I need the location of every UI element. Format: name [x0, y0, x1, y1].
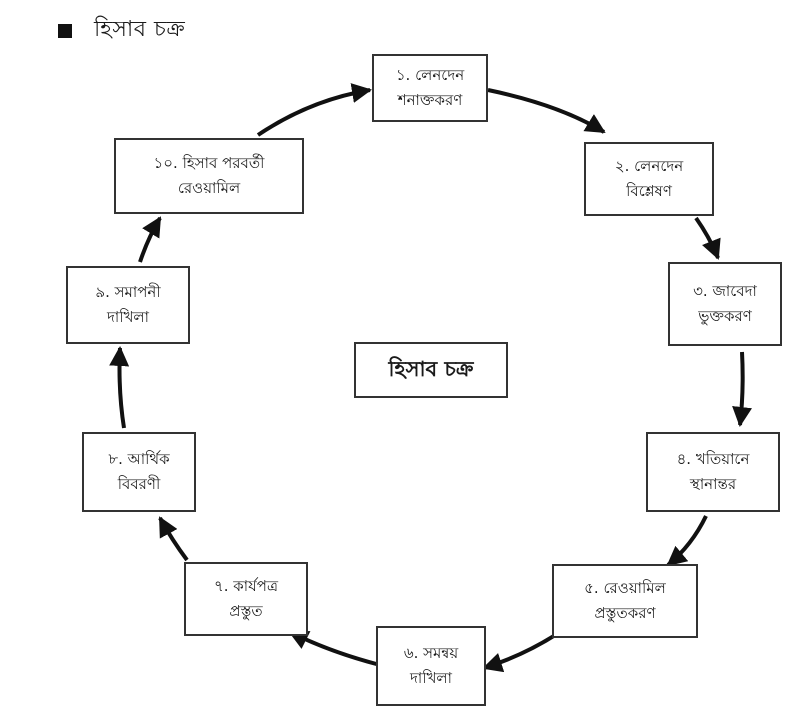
step-8-box: ৮. আর্থিক বিবরণী [82, 432, 196, 512]
step-7-box: ৭. কার্যপত্র প্রস্তুত [184, 562, 308, 636]
step-2-box: ২. লেনদেন বিশ্লেষণ [584, 142, 714, 216]
step-1-line1: ১. লেনদেন [395, 65, 465, 84]
center-cycle-label: হিসাব চক্র [354, 342, 508, 398]
step-3-line2: ভুক্তকরণ [698, 307, 752, 325]
arrow-2-to-3 [694, 216, 721, 260]
step-5-box: ৫. রেওয়ামিল প্রস্তুতকরণ [552, 564, 698, 638]
step-10-box: ১০. হিসাব পরবর্তী রেওয়ামিল [114, 138, 304, 214]
step-9-line2: দাখিলা [107, 308, 149, 326]
arrow-5-to-6 [482, 630, 562, 673]
step-8-line2: বিবরণী [117, 475, 161, 493]
step-4-line1: ৪. খতিয়ানে [676, 449, 750, 468]
step-8-line1: ৮. আর্থিক [108, 449, 170, 468]
step-4-box: ৪. খতিয়ানে স্থানান্তর [646, 432, 780, 512]
arrow-6-to-7 [288, 630, 381, 667]
step-3-box: ৩. জাবেদা ভুক্তকরণ [668, 262, 782, 346]
arrow-1-to-2 [487, 88, 606, 134]
step-1-line2: শনাক্তকরণ [397, 91, 463, 109]
step-7-line1: ৭. কার্যপত্র [214, 576, 278, 595]
step-5-line1: ৫. রেওয়ামিল [584, 578, 666, 597]
step-2-line1: ২. লেনদেন [614, 156, 684, 175]
bullet-square-icon [58, 23, 72, 38]
step-2-line2: বিশ্লেষণ [626, 182, 672, 200]
section-header: হিসাব চক্র [58, 12, 185, 49]
step-6-line2: দাখিলা [410, 669, 452, 687]
step-4-line2: স্থানান্তর [689, 475, 737, 493]
step-3-line1: ৩. জাবেদা [693, 281, 757, 300]
step-6-line1: ৬. সমন্বয় [403, 643, 459, 662]
step-5-line2: প্রস্তুতকরণ [594, 604, 656, 622]
step-9-box: ৯. সমাপনী দাখিলা [66, 266, 190, 344]
section-title: হিসাব চক্র [94, 17, 186, 42]
arrow-10-to-1 [256, 83, 372, 137]
step-6-box: ৬. সমন্বয় দাখিলা [376, 626, 486, 706]
step-10-line2: রেওয়ামিল [177, 179, 241, 197]
step-1-box: ১. লেনদেন শনাক্তকরণ [372, 54, 488, 122]
arrow-3-to-4 [732, 351, 752, 427]
arrow-8-to-9 [109, 346, 130, 429]
arrow-9-to-10 [138, 216, 162, 263]
arrow-4-to-5 [666, 515, 708, 567]
arrow-7-to-8 [158, 516, 189, 562]
step-9-line1: ৯. সমাপনী [95, 282, 161, 301]
step-7-line2: প্রস্তুত [229, 602, 263, 620]
step-10-line1: ১০. হিসাব পরবর্তী [153, 153, 265, 172]
